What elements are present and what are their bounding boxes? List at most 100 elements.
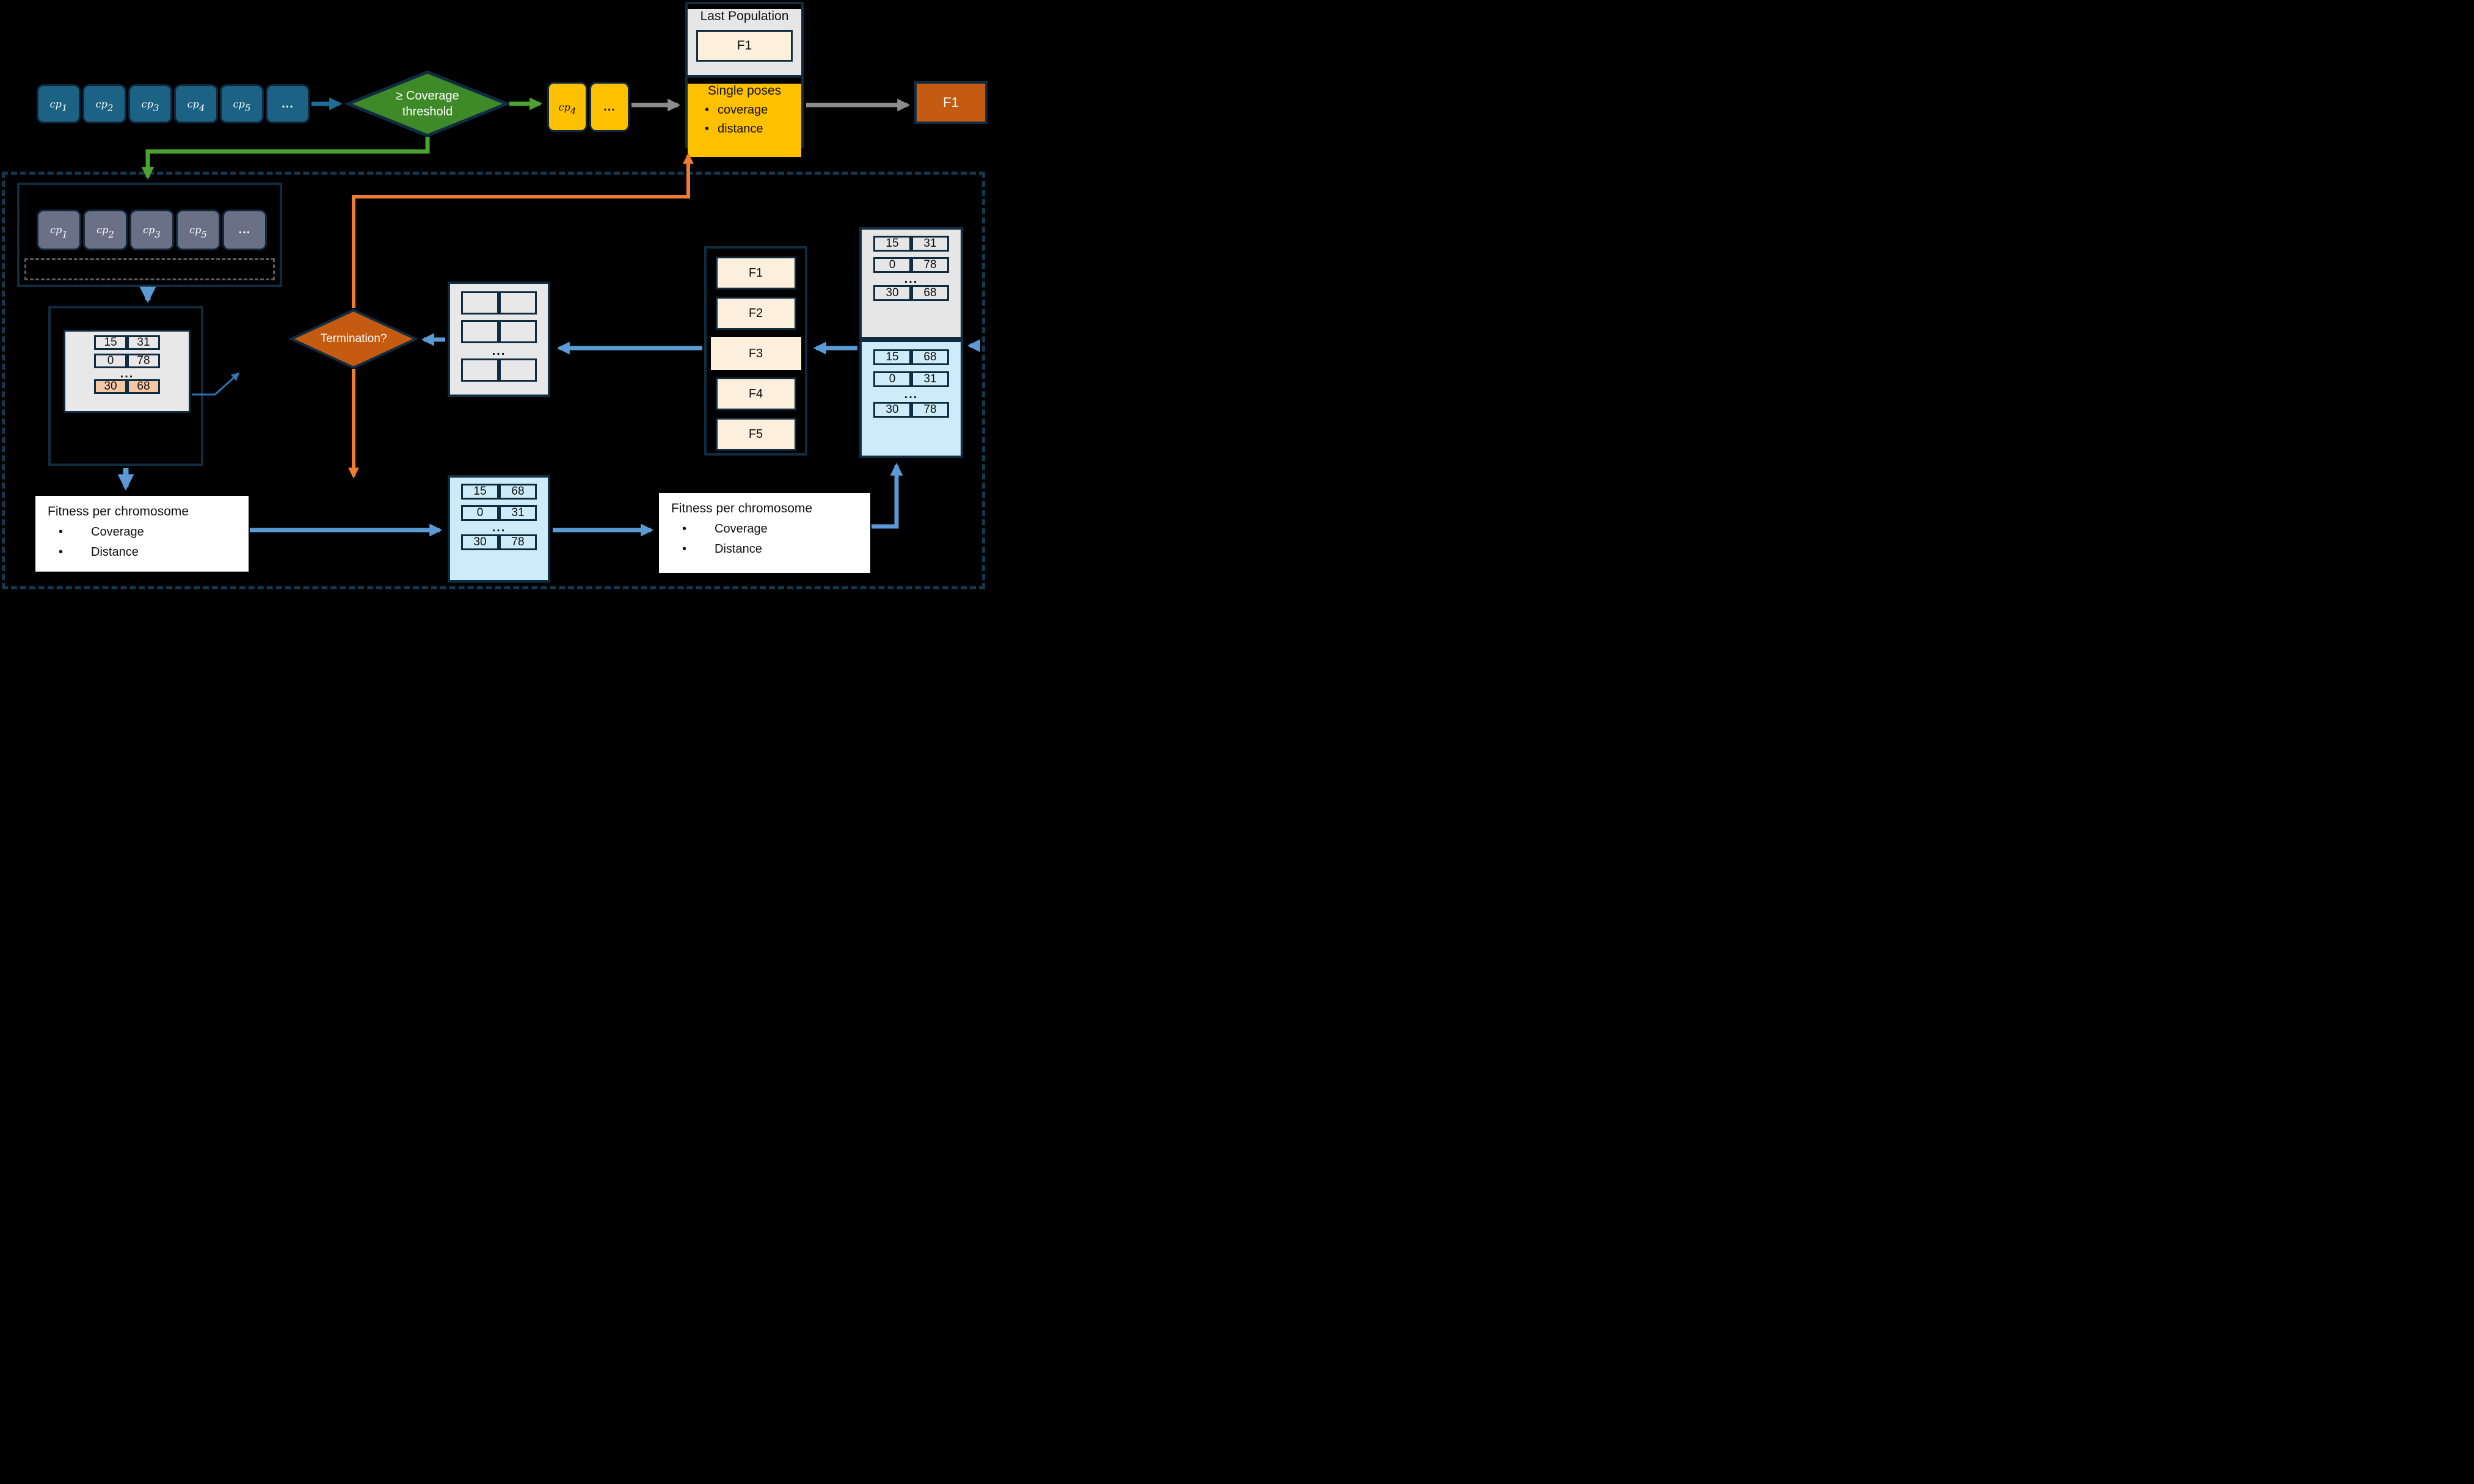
- cp-label: cp: [189, 224, 202, 236]
- table-ellipsis: ...: [492, 521, 506, 534]
- population-table-blue: 15 68 0 31 ... 30 78: [859, 340, 963, 458]
- single-poses-bullet-label: distance: [718, 122, 763, 136]
- table-row: 30 78: [862, 402, 961, 418]
- fitness-item-f1: F1: [715, 256, 796, 289]
- table-cell-empty: [499, 320, 537, 343]
- cp-subscript: 2: [108, 228, 114, 240]
- table-cell-empty: [461, 320, 499, 343]
- cp-label: cp: [50, 224, 62, 236]
- cp-subscript: 4: [570, 106, 577, 117]
- fitness-item-f4: F4: [715, 377, 796, 410]
- cp-subscript: 2: [107, 103, 114, 114]
- fitness-title: Fitness per chromosome: [48, 504, 189, 518]
- table-row: [450, 291, 548, 315]
- table-ellipsis: ...: [904, 272, 919, 286]
- table-row: 30 78: [450, 534, 548, 550]
- fitness-item-f5: F5: [715, 418, 796, 451]
- fitness-note-left: Fitness per chromosome • Coverage • Dist…: [35, 496, 249, 572]
- bullet-icon: •: [705, 103, 710, 117]
- table-row: 0 78: [65, 354, 189, 368]
- bullet-icon: •: [682, 542, 687, 556]
- cp-subscript: 4: [198, 103, 205, 114]
- table-row-highlighted: 30 68: [65, 379, 189, 394]
- table-row: [450, 320, 548, 343]
- table-cell: 68: [911, 349, 949, 365]
- table-cell-empty: [461, 291, 499, 315]
- table-cell: 31: [911, 236, 949, 252]
- fitness-bullet-label: Distance: [715, 542, 762, 556]
- table-cell: 31: [911, 371, 949, 387]
- table-row: [450, 358, 548, 382]
- fitness-item-f2: F2: [715, 297, 796, 330]
- single-poses-bullet-coverage: • coverage: [705, 103, 801, 117]
- table-row: 15 31: [65, 335, 189, 350]
- table-row: 0 31: [862, 371, 961, 387]
- table-cell: 0: [461, 505, 499, 521]
- cp-subscript: 1: [62, 228, 68, 240]
- excluded-box-ellipsis: ...: [222, 209, 267, 250]
- table-cell-empty: [499, 358, 537, 382]
- chromosome-table: 15 31 0 78 ... 30 68: [64, 330, 191, 413]
- table-cell: 68: [499, 484, 537, 500]
- last-population-entry: F1: [696, 30, 793, 62]
- coverage-line1: ≥ Coverage: [396, 89, 459, 103]
- cp-subscript: 5: [201, 228, 207, 240]
- fitness-item-f3-selected: F3: [710, 337, 801, 370]
- table-cell-empty: [499, 291, 537, 315]
- table-cell: 31: [127, 335, 160, 350]
- fitness-column: F1 F2 F3 F4 F5: [704, 246, 807, 456]
- single-poses-bullet-distance: • distance: [705, 122, 801, 136]
- coverage-diamond-label: ≥ Coverage threshold: [360, 88, 495, 120]
- cp-subscript: 3: [153, 103, 159, 114]
- table-cell: 15: [94, 335, 127, 350]
- cp-subscript: 1: [61, 103, 68, 114]
- table-cell: 0: [94, 354, 127, 368]
- last-population-panel: Last Population F1 Single poses • covera…: [685, 2, 804, 157]
- result-box-f1: F1: [914, 81, 988, 124]
- fitness-bullet-coverage: • Coverage: [682, 522, 870, 536]
- chromosome-inspect-panel: 15 31 0 78 ... 30 68: [48, 306, 203, 466]
- ellipsis-label: ...: [238, 223, 251, 236]
- bullet-icon: •: [705, 122, 710, 136]
- table-row: 0 78: [862, 257, 961, 273]
- empty-slot-placeholder: [24, 258, 275, 280]
- bullet-icon: •: [59, 545, 64, 559]
- fitness-title: Fitness per chromosome: [671, 501, 813, 515]
- single-poses-title: Single poses: [707, 84, 782, 98]
- fitness-note-right: Fitness per chromosome • Coverage • Dist…: [659, 493, 870, 573]
- table-row: 30 68: [862, 285, 961, 301]
- cp-label: cp: [96, 224, 109, 236]
- bullet-icon: •: [59, 525, 64, 539]
- fitness-bullet-label: Distance: [91, 545, 139, 559]
- table-row: 15 68: [450, 484, 548, 500]
- table-ellipsis: ...: [904, 388, 919, 401]
- cp-label: cp: [49, 98, 62, 110]
- single-poses-bullet-label: coverage: [718, 103, 768, 117]
- table-ellipsis: ...: [492, 344, 506, 358]
- offspring-table: 15 68 0 31 ... 30 78: [448, 475, 550, 583]
- last-population-section: Last Population F1: [688, 9, 801, 78]
- table-cell: 15: [873, 349, 911, 365]
- table-cell: 15: [461, 484, 499, 500]
- checkpoint-box-ellipsis: ...: [266, 84, 310, 123]
- table-cell: 78: [911, 257, 949, 273]
- table-cell: 0: [873, 257, 911, 273]
- last-population-title: Last Population: [700, 9, 789, 23]
- fitness-bullet-coverage: • Coverage: [59, 525, 249, 539]
- cp-subscript: 3: [155, 228, 161, 240]
- table-cell: 30: [461, 534, 499, 550]
- fitness-bullet-label: Coverage: [715, 522, 768, 536]
- cp-label: cp: [558, 101, 570, 113]
- table-cell: 30: [873, 402, 911, 418]
